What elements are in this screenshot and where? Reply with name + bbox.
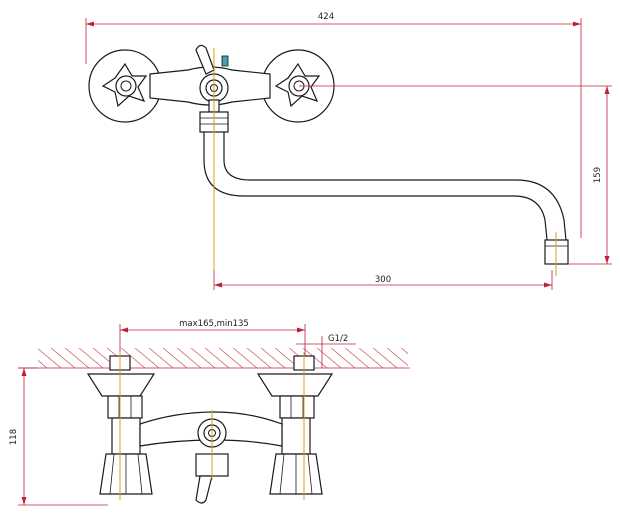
spout-height-label: 159 <box>593 167 603 183</box>
dimension-spout-reach: 300 <box>213 270 553 290</box>
right-handle-front <box>269 453 323 495</box>
thread-label: G1/2 <box>328 334 348 344</box>
dimension-thread: G1/2 <box>296 334 356 368</box>
spout <box>203 132 569 265</box>
dimension-spout-height: 159 <box>299 85 612 265</box>
left-flange <box>86 373 156 397</box>
left-valve-handle <box>101 62 148 108</box>
top-view: 424 <box>85 12 612 290</box>
left-valve-body <box>111 417 141 455</box>
spout-reach-label: 300 <box>375 275 391 285</box>
left-handle-front <box>99 453 153 495</box>
diverter-lever-front <box>195 475 213 504</box>
front-view: max165,min135 G1/2 118 <box>9 319 410 506</box>
left-hex-nut <box>107 395 143 419</box>
dimension-overall-width: 424 <box>85 12 582 238</box>
right-flange <box>256 373 334 397</box>
overall-width-label: 424 <box>318 12 334 22</box>
center-distance-label: max165,min135 <box>179 319 249 329</box>
dimension-body-height: 118 <box>9 367 108 506</box>
right-valve-body <box>281 417 311 455</box>
right-hex-nut <box>279 395 315 419</box>
wall-hatch <box>38 348 408 368</box>
body-height-label: 118 <box>9 429 19 445</box>
